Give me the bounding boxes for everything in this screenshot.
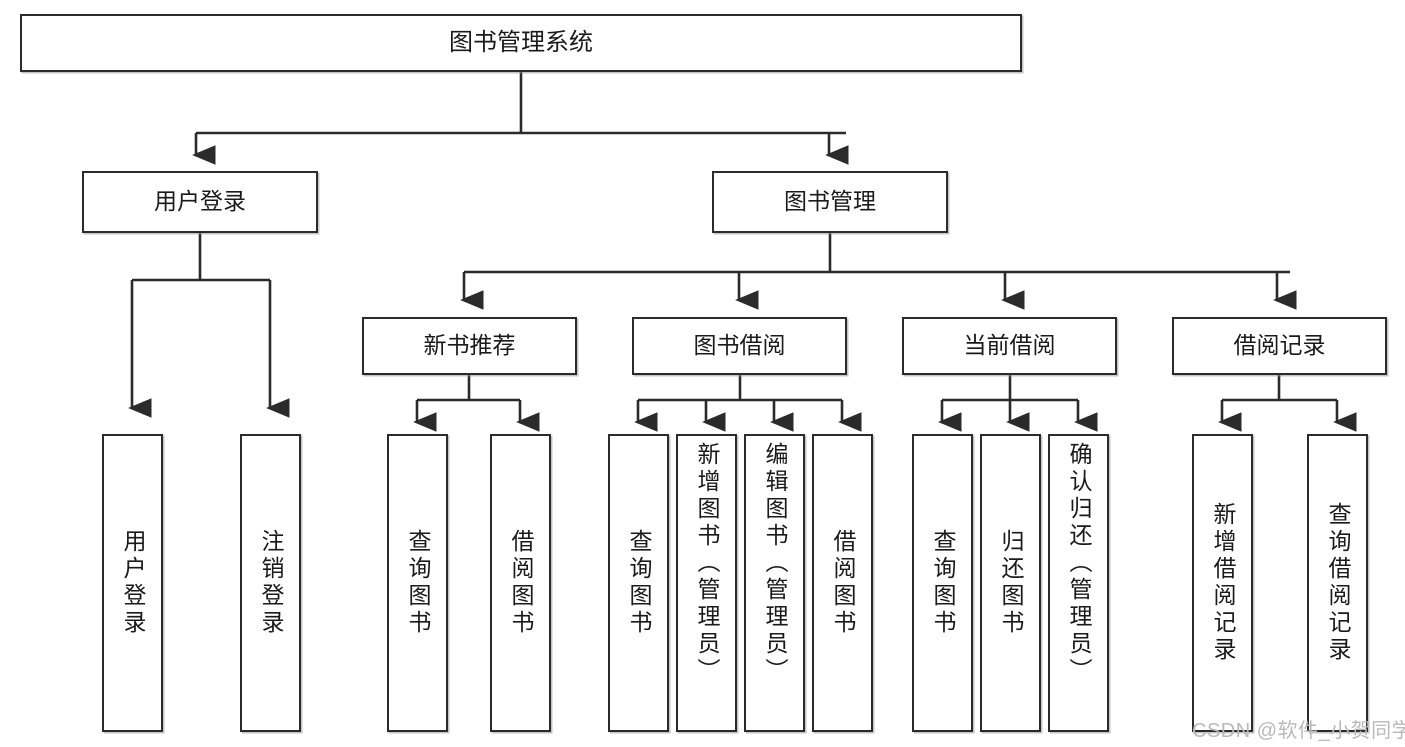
leaf-edit-book-admin[interactable]: 编辑图书（管理员） (744, 434, 805, 732)
node-label: 新增借阅记录 (1210, 502, 1236, 664)
leaf-user-logout[interactable]: 注销登录 (240, 434, 301, 732)
node-root-system[interactable]: 图书管理系统 (20, 14, 1022, 72)
node-label: 查询借阅记录 (1325, 502, 1351, 664)
leaf-query-book-2[interactable]: 查询图书 (608, 434, 669, 732)
node-label: 图书管理 (784, 188, 876, 215)
node-book-borrow[interactable]: 图书借阅 (632, 317, 847, 375)
leaf-user-login[interactable]: 用户登录 (102, 434, 163, 732)
node-label: 确认归还（管理员） (1066, 442, 1092, 685)
node-label: 注销登录 (258, 529, 284, 637)
leaf-query-borrow-record[interactable]: 查询借阅记录 (1307, 434, 1368, 732)
leaf-return-book[interactable]: 归还图书 (980, 434, 1041, 732)
node-label: 图书管理系统 (449, 28, 593, 56)
node-label: 归还图书 (998, 529, 1024, 637)
node-label: 新书推荐 (423, 332, 516, 359)
node-label: 用户登录 (120, 529, 146, 637)
node-label: 借阅图书 (508, 529, 534, 637)
node-borrow-record[interactable]: 借阅记录 (1172, 317, 1387, 375)
node-label: 新增图书（管理员） (694, 442, 720, 685)
node-label: 借阅图书 (830, 529, 856, 637)
node-label: 图书借阅 (693, 332, 786, 359)
leaf-confirm-return-admin[interactable]: 确认归还（管理员） (1048, 434, 1109, 732)
leaf-borrow-book-1[interactable]: 借阅图书 (490, 434, 551, 732)
node-label: 查询图书 (930, 529, 956, 637)
node-label: 查询图书 (405, 529, 431, 637)
node-label: 当前借阅 (963, 332, 1056, 359)
node-current-borrow[interactable]: 当前借阅 (902, 317, 1117, 375)
node-label: 编辑图书（管理员） (762, 442, 788, 685)
node-label: 用户登录 (154, 188, 246, 215)
leaf-query-book-1[interactable]: 查询图书 (387, 434, 448, 732)
node-book-manage[interactable]: 图书管理 (712, 171, 948, 233)
leaf-add-borrow-record[interactable]: 新增借阅记录 (1192, 434, 1253, 732)
node-label: 借阅记录 (1233, 332, 1326, 359)
watermark-text: CSDN @软件_小贺同学 (1192, 720, 1405, 742)
node-label: 查询图书 (626, 529, 652, 637)
leaf-add-book-admin[interactable]: 新增图书（管理员） (676, 434, 737, 732)
node-new-book-recommend[interactable]: 新书推荐 (362, 317, 577, 375)
node-user-login[interactable]: 用户登录 (82, 171, 318, 233)
leaf-query-book-3[interactable]: 查询图书 (912, 434, 973, 732)
leaf-borrow-book-2[interactable]: 借阅图书 (812, 434, 873, 732)
